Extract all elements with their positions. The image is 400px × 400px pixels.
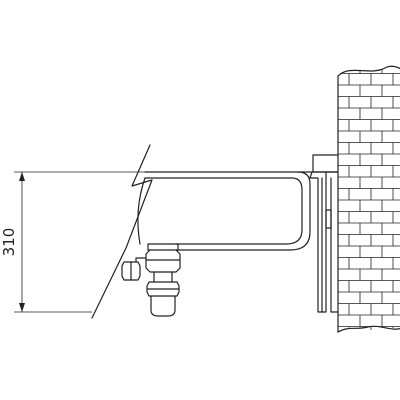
drain-pipe (153, 271, 173, 283)
drain-assembly (121, 243, 181, 317)
sink-bowl (137, 171, 311, 251)
wall-bracket (297, 154, 339, 313)
bowl-outer (144, 171, 311, 251)
overflow-nut (121, 261, 141, 281)
dimension-arrow-top (19, 172, 25, 181)
bowl-inner (144, 177, 303, 245)
dimension-label: 310 (0, 228, 18, 257)
trap-outlet (150, 295, 176, 317)
section-break-line (91, 144, 153, 319)
wall-bottom-break-line (337, 325, 400, 333)
bracket-rail (309, 171, 327, 313)
trap-nut (146, 281, 180, 297)
drain-flange (147, 243, 179, 251)
bracket-plate (312, 154, 339, 173)
bracket-clip (325, 209, 332, 229)
brick-wall (337, 65, 400, 333)
drain-body (145, 249, 181, 273)
dimension-arrow-bottom (19, 303, 25, 312)
bowl-left-wall (137, 177, 146, 245)
wall-top-break-line (337, 65, 400, 77)
brick-pattern (338, 66, 400, 333)
overflow-connector (135, 257, 147, 263)
height-dimension: 310 (0, 171, 145, 313)
